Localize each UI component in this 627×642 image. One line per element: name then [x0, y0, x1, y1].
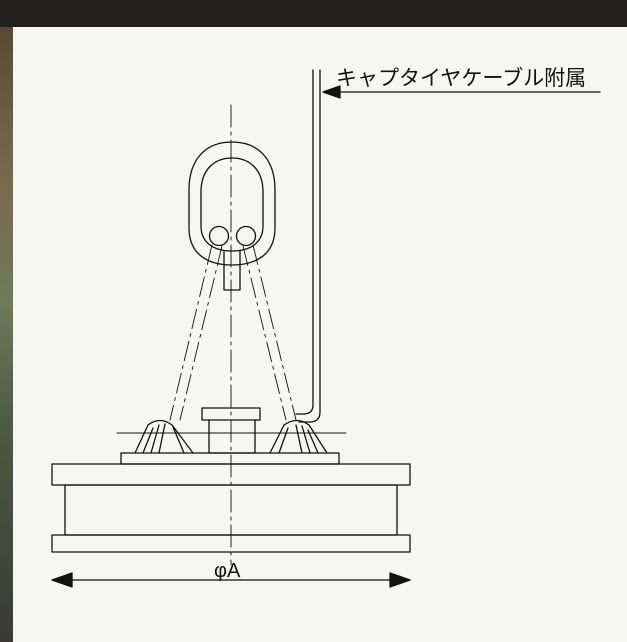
eye-shank [223, 250, 241, 291]
cable-inner [295, 69, 314, 415]
lifting-eye-inner [200, 157, 264, 252]
right-lug-rib-3 [301, 425, 311, 454]
base-top-plate [120, 452, 340, 465]
chain-right-outer [252, 244, 297, 421]
chain-left-outer [169, 244, 213, 421]
cable-outer [298, 69, 321, 423]
right-lug-rib-2 [295, 424, 303, 454]
dimension-label: φA [214, 560, 241, 582]
eye-pin-right [235, 225, 257, 247]
left-lug [134, 419, 194, 454]
left-lug-rib-1 [142, 427, 154, 454]
left-lug-rib-3 [158, 423, 166, 454]
chain-right-inner [242, 245, 287, 421]
top-dark-band [0, 0, 627, 27]
terminal-box-cap [201, 407, 261, 421]
dimension-arrow-right [389, 572, 411, 588]
terminal-box-body [208, 419, 256, 454]
chain-left-inner [179, 245, 223, 421]
dimension-arrow-left [51, 572, 73, 588]
right-lug-rib-4 [307, 429, 319, 454]
magnet-bottom-flange [51, 534, 411, 553]
left-lug-rib-2 [150, 424, 160, 454]
label-leader-arrowhead [322, 85, 341, 99]
eye-pin-left [208, 225, 230, 247]
lifting-eye-outer [188, 141, 276, 266]
cable-label: キャプタイヤケーブル附属 [336, 67, 586, 90]
left-lug-rib-4 [172, 426, 185, 454]
right-lug-rib-1 [278, 427, 289, 454]
right-lug [269, 419, 328, 454]
left-photo-edge [0, 27, 13, 642]
